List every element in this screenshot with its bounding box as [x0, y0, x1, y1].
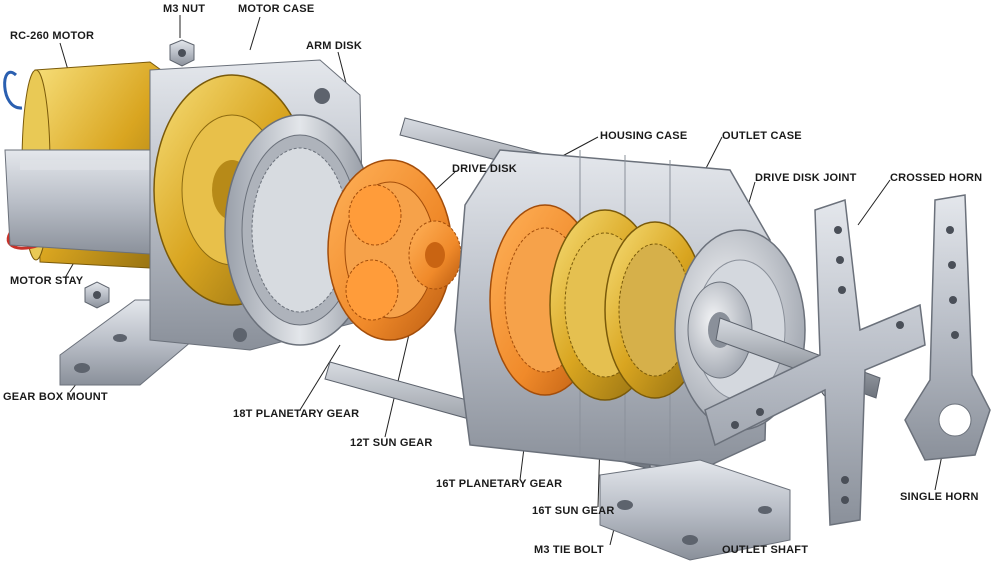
label-outlet-shaft: OUTLET SHAFT — [722, 544, 809, 556]
label-rc260-motor: RC-260 MOTOR — [10, 30, 95, 42]
m3-nut-lower — [84, 281, 110, 309]
label-gear-box-mount: GEAR BOX MOUNT — [3, 391, 108, 403]
label-m3-nut: M3 NUT — [163, 3, 206, 15]
label-drive-disk: DRIVE DISK — [452, 163, 517, 175]
label-drive-disk-joint: DRIVE DISK JOINT — [755, 172, 857, 184]
planetary-gear-18t — [345, 184, 402, 321]
drive-disk — [327, 159, 462, 341]
sun-gear-12t — [408, 220, 462, 290]
motor-wire-blue — [3, 70, 23, 110]
single-horn — [904, 194, 991, 461]
label-m3-tie-bolt: M3 TIE BOLT — [534, 544, 604, 556]
gear-box-mount-right — [599, 459, 791, 561]
label-crossed-horn: CROSSED HORN — [890, 172, 983, 184]
m3-nut — [169, 39, 195, 67]
label-18t-planetary-gear: 18T PLANETARY GEAR — [233, 408, 360, 420]
label-motor-case: MOTOR CASE — [238, 3, 315, 15]
label-12t-sun-gear: 12T SUN GEAR — [350, 437, 433, 449]
label-single-horn: SINGLE HORN — [900, 491, 979, 503]
label-16t-sun-gear: 16T SUN GEAR — [532, 505, 615, 517]
label-housing-case: HOUSING CASE — [600, 130, 688, 142]
label-outlet-case: OUTLET CASE — [722, 130, 802, 142]
label-16t-planetary-gear: 16T PLANETARY GEAR — [436, 478, 563, 490]
motor-stay — [4, 149, 166, 256]
label-arm-disk: ARM DISK — [306, 40, 362, 52]
label-motor-stay: MOTOR STAY — [10, 275, 84, 287]
crossed-horn — [704, 198, 926, 526]
